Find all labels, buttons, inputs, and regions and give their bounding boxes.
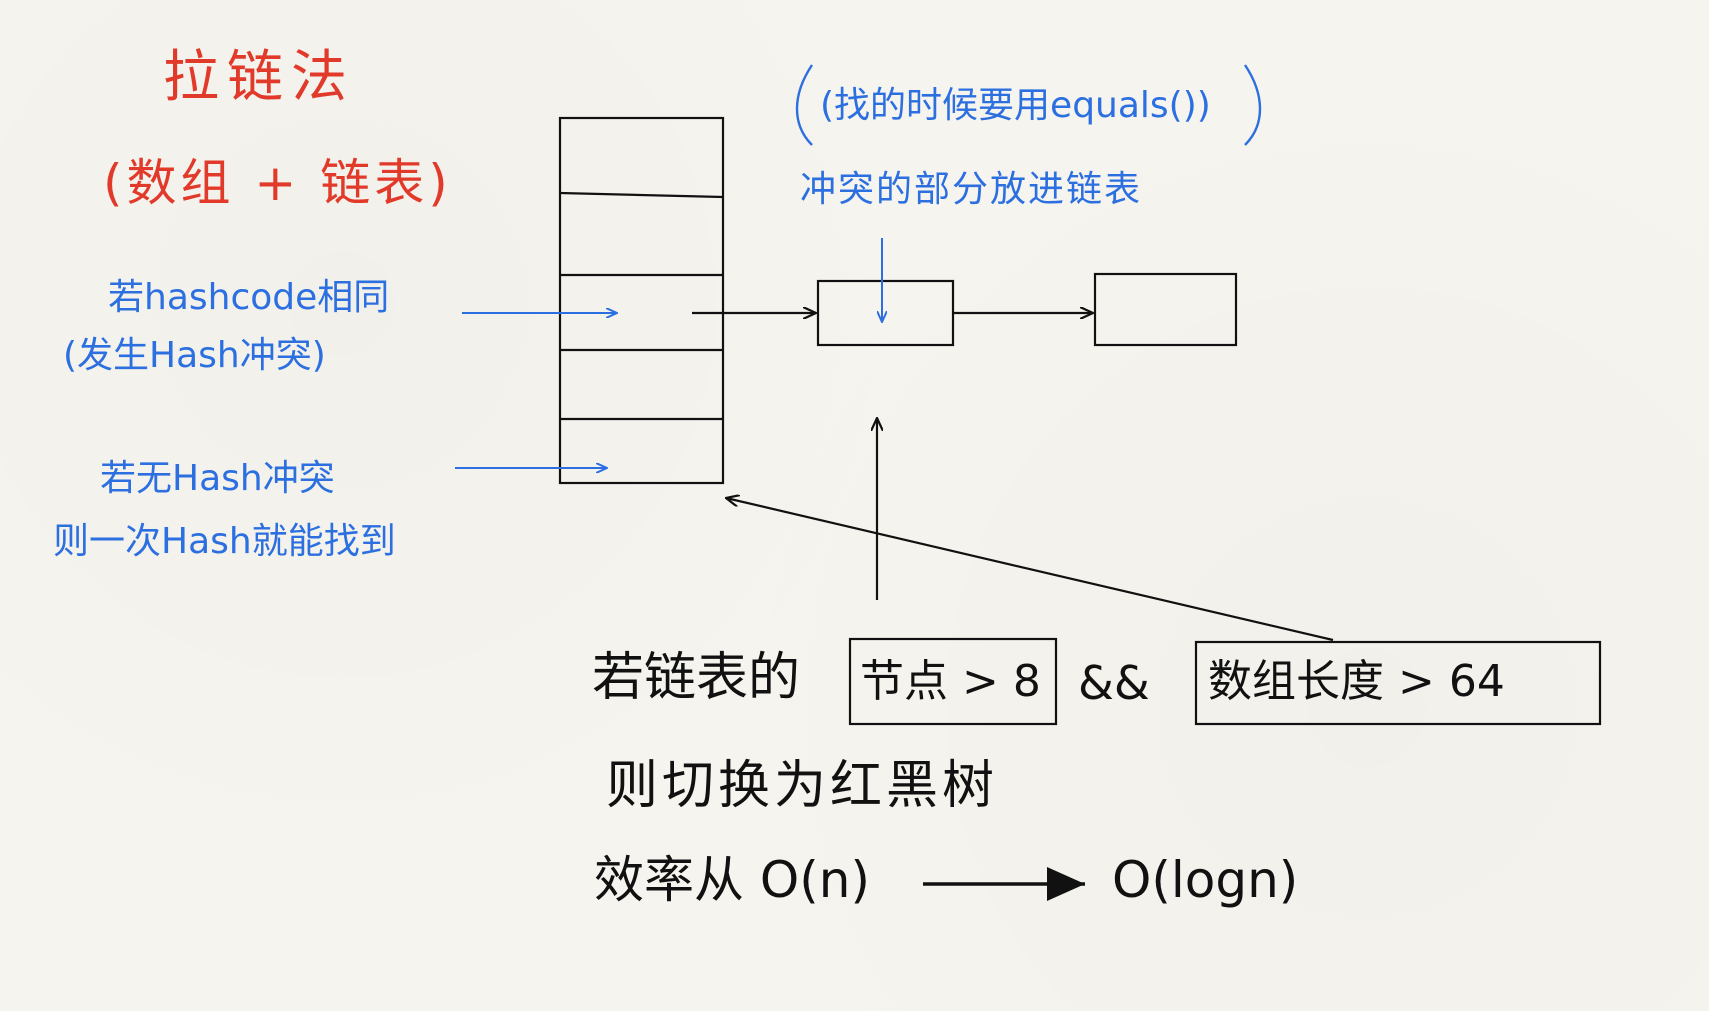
find-hint: (找的时候要用equals()) <box>820 85 1211 126</box>
list-node-1 <box>816 279 955 347</box>
list-node-2 <box>1093 272 1238 347</box>
result-line1: 则切换为红黑树 <box>606 756 999 816</box>
condition-box-nodes-label: 节点 > 8 <box>860 656 1041 707</box>
condition-box-array-label: 数组长度 > 64 <box>1208 656 1505 707</box>
collision-note-line1: 若hashcode相同 <box>108 277 390 318</box>
condition-box-array-length <box>1194 640 1602 726</box>
find-hint-left-paren <box>795 64 813 146</box>
condition-prefix: 若链表的 <box>592 648 801 708</box>
result-efficiency-before: 效率从 O(n) <box>594 851 870 909</box>
title-sub: (数组 + 链表) <box>103 154 452 212</box>
result-efficiency-after: O(logn) <box>1112 851 1299 909</box>
condition-and: && <box>1078 656 1150 710</box>
title-main: 拉链法 <box>163 45 355 110</box>
no-collision-note-line1: 若无Hash冲突 <box>100 458 335 499</box>
condition-to-array-arrow <box>726 498 1334 642</box>
bucket-divider <box>559 191 724 199</box>
find-hint-right-paren <box>1244 64 1262 146</box>
condition-box-nodes <box>848 637 1058 726</box>
conflict-hint: 冲突的部分放进链表 <box>800 169 1143 210</box>
no-collision-note-line2: 则一次Hash就能找到 <box>53 521 396 562</box>
collision-note-line2: (发生Hash冲突) <box>63 335 326 376</box>
bucket-array <box>558 116 725 485</box>
bucket-array-outline <box>558 116 725 485</box>
